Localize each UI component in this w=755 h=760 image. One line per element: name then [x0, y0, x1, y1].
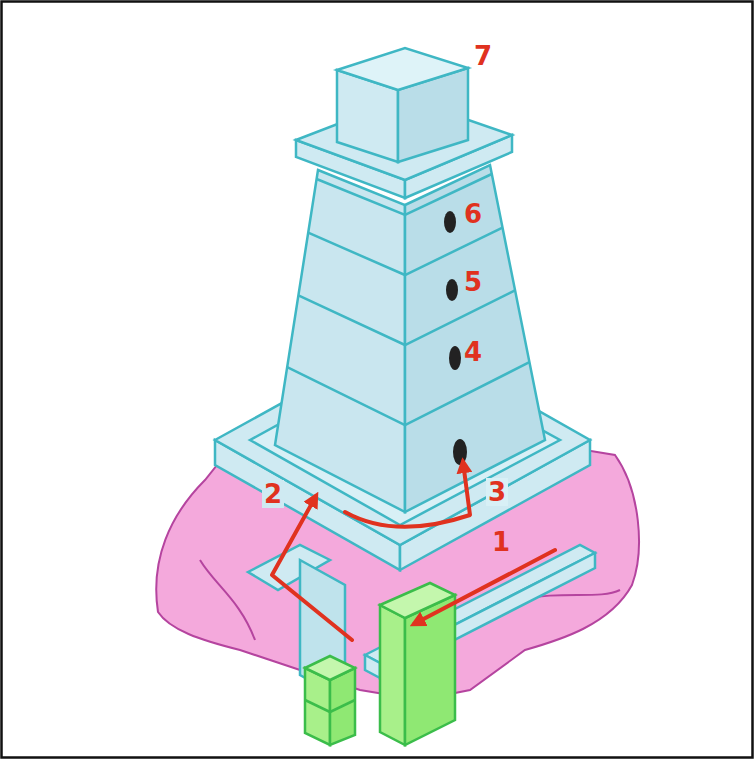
- callout-number: 2: [262, 480, 284, 508]
- tower-body-part: [287, 362, 529, 425]
- green-blocks-part: [305, 656, 355, 680]
- callout-number: 3: [486, 478, 508, 506]
- tower-doors-part: [453, 439, 467, 465]
- green-blocks-part: [380, 583, 455, 618]
- callout-number: 7: [472, 42, 494, 70]
- tower-body-part: [275, 170, 405, 512]
- route-arrows-part: [272, 496, 352, 640]
- callout-number: 1: [490, 528, 512, 556]
- tower-doors-part: [446, 279, 458, 301]
- callout-number: 6: [462, 200, 484, 228]
- tower-body-part: [405, 165, 545, 512]
- green-blocks-part: [380, 605, 405, 745]
- tower-doors-part: [449, 346, 461, 370]
- green-blocks-part: [330, 700, 355, 712]
- green-blocks-part: [305, 700, 330, 712]
- top-cube: [337, 48, 468, 162]
- stair-parts-part: [365, 655, 380, 678]
- tower-body: [275, 165, 545, 512]
- route-arrows-part: [345, 462, 470, 527]
- callout-number: 5: [462, 268, 484, 296]
- route-arrows-part: [414, 550, 555, 624]
- tower-doors-part: [444, 211, 456, 233]
- tower-doors: [444, 211, 467, 465]
- tower-body-part: [298, 290, 515, 345]
- top-cube-part: [337, 48, 468, 90]
- route-arrows: [272, 462, 555, 640]
- callout-number: 4: [462, 338, 484, 366]
- green-blocks: [305, 583, 455, 745]
